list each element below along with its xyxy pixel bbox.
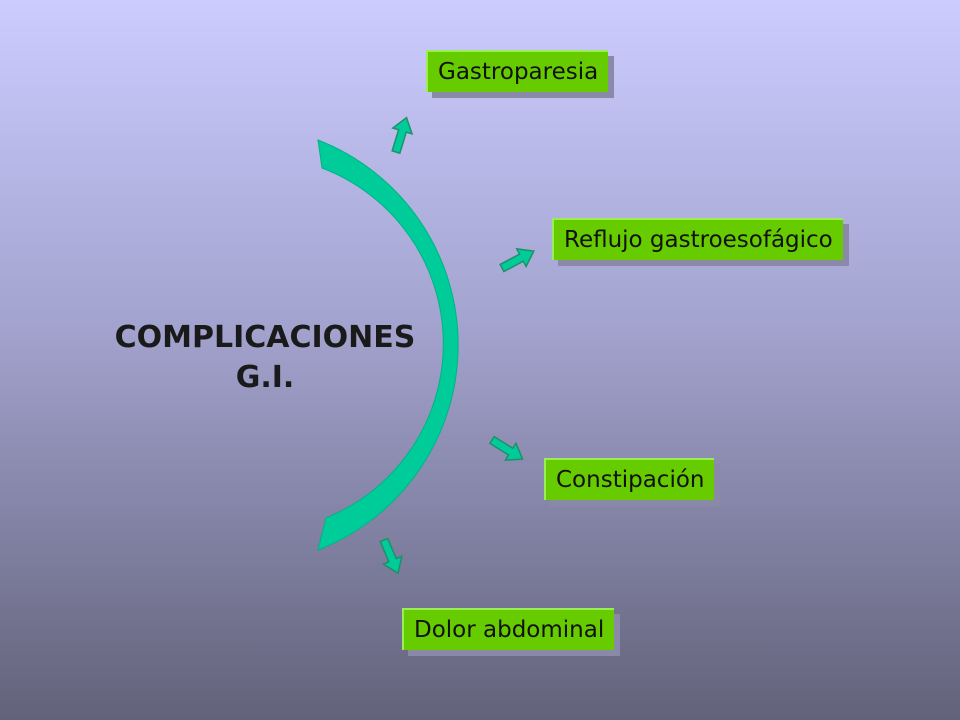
center-title-line1: COMPLICACIONES (114, 320, 416, 355)
arrow-gastroparesia (391, 116, 414, 155)
label-box-gastroparesia: Gastroparesia (426, 50, 615, 98)
center-title-line2: G.I. (235, 360, 295, 395)
label-box-dolor: Dolor abdominal (402, 608, 621, 656)
label-constipacion: Constipación (544, 458, 715, 500)
center-title: COMPLICACIONES G.I. (60, 318, 470, 398)
label-box-reflujo: Reflujo gastroesofágico (552, 218, 849, 266)
arc-band (317, 139, 459, 551)
arrow-constipacion (488, 435, 524, 461)
label-reflujo: Reflujo gastroesofágico (552, 218, 843, 260)
arrow-dolor (379, 537, 403, 575)
label-dolor: Dolor abdominal (402, 608, 615, 650)
label-gastroparesia: Gastroparesia (426, 50, 609, 92)
arrow-reflujo (499, 247, 535, 273)
label-box-constipacion: Constipación (544, 458, 721, 506)
